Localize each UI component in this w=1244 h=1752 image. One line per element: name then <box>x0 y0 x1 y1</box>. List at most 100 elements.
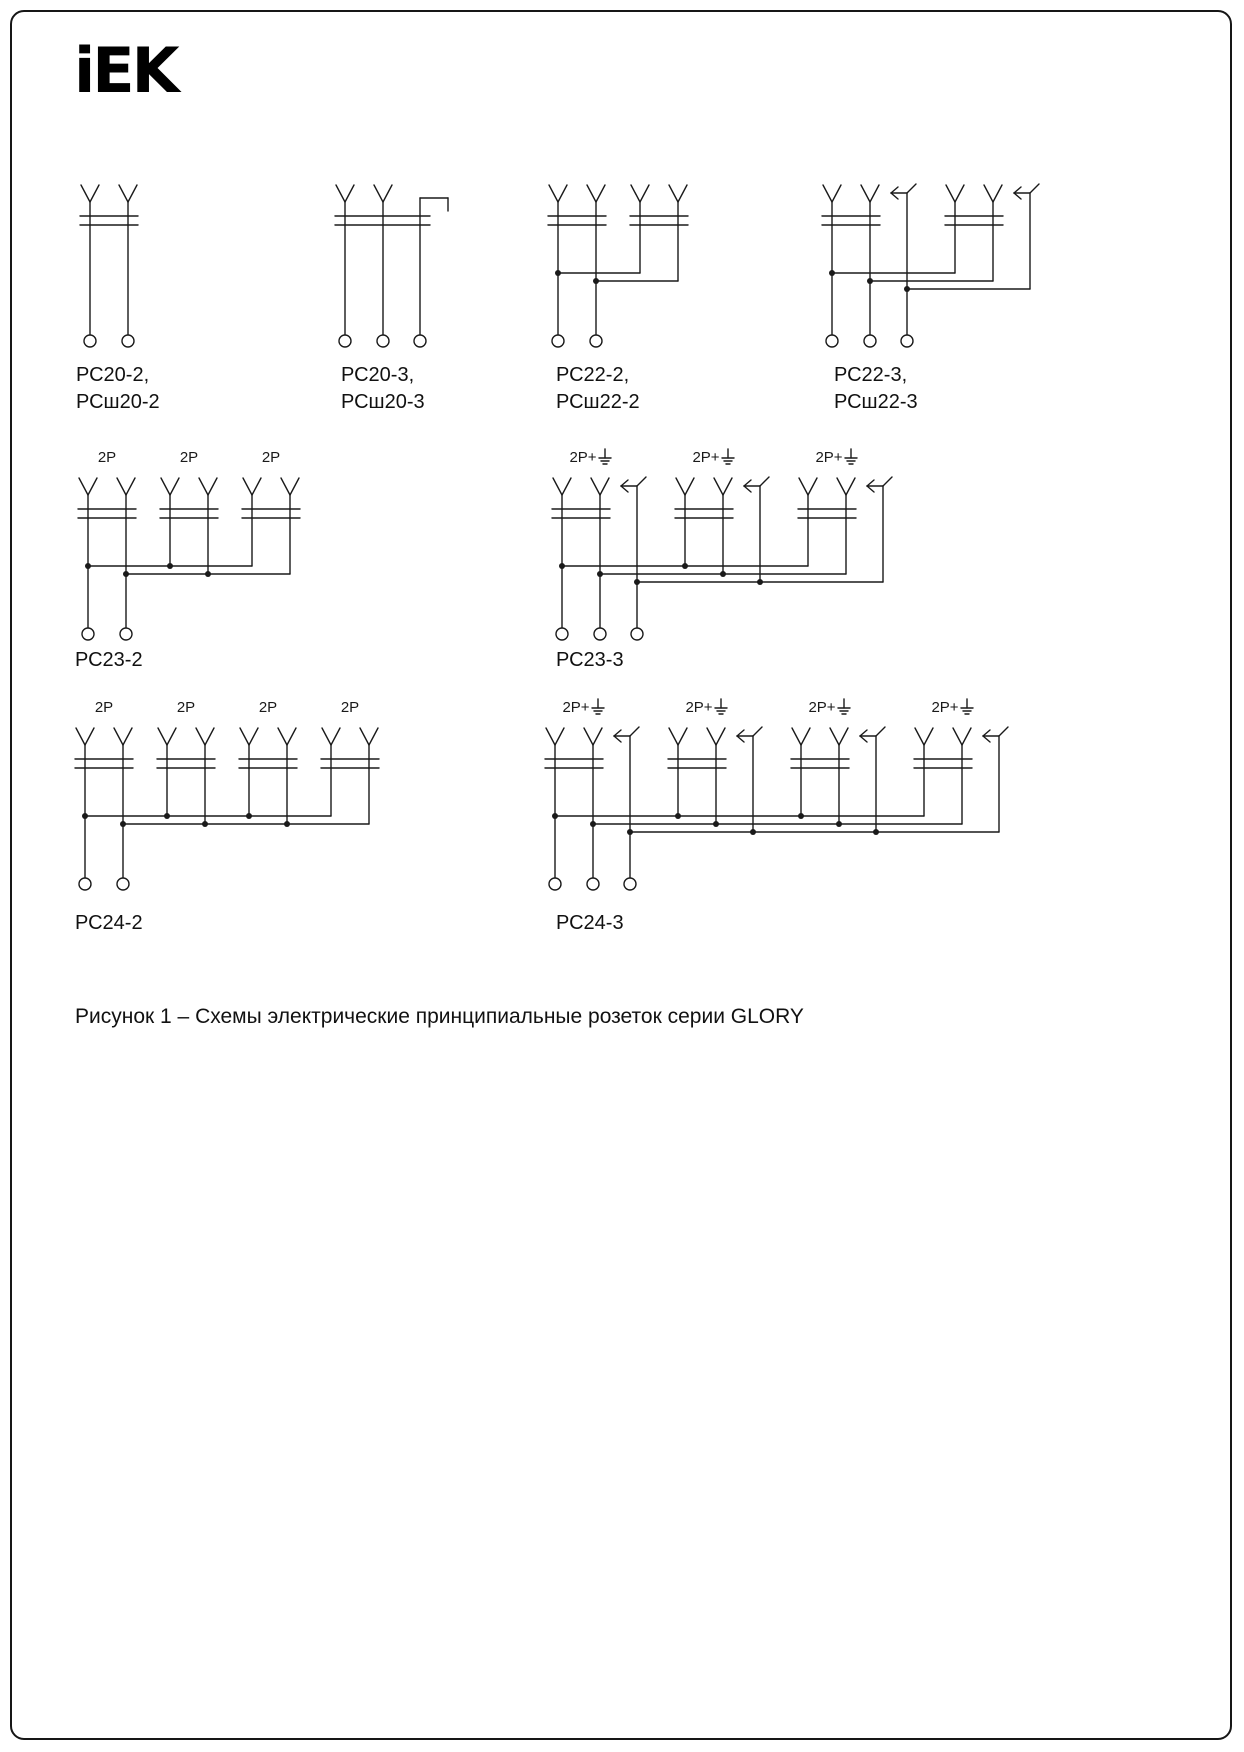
contact-fork <box>713 477 724 496</box>
contact-fork <box>583 727 594 746</box>
earth-ground-icon <box>598 448 612 465</box>
socket-unit: 2Р+ <box>790 698 886 833</box>
junction-dot <box>750 829 756 835</box>
terminal-circle <box>413 334 427 348</box>
junction-dot <box>85 563 91 569</box>
contact-fork <box>983 184 994 203</box>
ground-contact-icon <box>890 183 917 336</box>
contact-fork <box>807 477 818 496</box>
contact-fork <box>344 184 355 203</box>
contact-fork <box>382 184 393 203</box>
figure-caption: Рисунок 1 – Схемы электрические принципи… <box>75 1005 804 1028</box>
junction-dot <box>873 829 879 835</box>
contact-fork <box>914 727 925 746</box>
contact-fork <box>125 477 136 496</box>
contact-fork <box>800 727 811 746</box>
ground-tail <box>752 726 763 737</box>
diagram-label-pc20-2: РС20-2, РСш20-2 <box>76 362 160 416</box>
junction-dot <box>798 813 804 819</box>
contact-fork <box>239 727 250 746</box>
contact-fork <box>242 477 253 496</box>
contact-fork <box>592 727 603 746</box>
junction-dot <box>836 821 842 827</box>
socket-unit <box>334 184 449 336</box>
contact-fork <box>791 727 802 746</box>
contact-fork <box>280 477 291 496</box>
contact-fork <box>89 184 100 203</box>
contact-fork <box>548 184 559 203</box>
socket-unit <box>629 184 689 282</box>
terminal-circle <box>589 334 603 348</box>
contact-fork <box>829 727 840 746</box>
ground-arrow-barb <box>736 735 745 743</box>
socket-unit: 2Р+ <box>551 448 647 629</box>
contact-fork <box>84 727 95 746</box>
terminal-circle <box>338 334 352 348</box>
contact-fork <box>677 184 688 203</box>
schematic-pc22-3 <box>821 183 1040 348</box>
ground-contact-icon <box>613 726 640 879</box>
ground-arrow-barb <box>1013 192 1022 200</box>
junction-dot <box>634 579 640 585</box>
unit-pole-label: 2Р <box>180 449 198 466</box>
contact-fork <box>599 477 610 496</box>
terminal-circle <box>548 877 562 891</box>
terminal-circle <box>116 877 130 891</box>
socket-unit: 2Р <box>320 699 380 825</box>
unit-pole-label: 2Р+ <box>808 699 835 716</box>
ground-arrow-barb <box>1013 186 1022 194</box>
schematic-pc20-3 <box>334 184 449 348</box>
junction-dot <box>904 286 910 292</box>
schematic-pc20-2 <box>79 184 139 348</box>
contact-fork <box>286 727 297 746</box>
contact-fork <box>869 184 880 203</box>
ground-arrow-barb <box>620 485 629 493</box>
diagram-label-line: РС20-3, <box>341 364 415 386</box>
ground-arrow-barb <box>982 729 991 737</box>
junction-dot <box>555 270 561 276</box>
contact-fork <box>590 477 601 496</box>
junction-dot <box>82 813 88 819</box>
diagram-label-pc22-3: РС22-3, РСш22-3 <box>834 362 918 416</box>
ground-contact-icon <box>982 726 1009 833</box>
contact-fork <box>952 727 963 746</box>
contact-fork <box>368 727 379 746</box>
ground-arrow-barb <box>613 729 622 737</box>
diagram-label-pc23-3: РС23-3 <box>556 647 624 674</box>
socket-unit <box>821 183 917 336</box>
ground-tail <box>759 476 770 487</box>
contact-fork <box>668 727 679 746</box>
unit-pole-label: 2Р <box>262 449 280 466</box>
ground-tail <box>882 476 893 487</box>
contact-fork <box>169 477 180 496</box>
contact-fork <box>122 727 133 746</box>
ground-arrow-barb <box>866 479 875 487</box>
terminal-circle <box>78 877 92 891</box>
socket-unit: 2Р <box>238 699 298 825</box>
contact-fork <box>127 184 138 203</box>
junction-dot <box>597 571 603 577</box>
contact-fork <box>860 184 871 203</box>
diagram-label-pc22-2: РС22-2, РСш22-2 <box>556 362 640 416</box>
socket-unit: 2Р <box>241 449 301 575</box>
earth-ground-icon <box>721 448 735 465</box>
ground-arrow-barb <box>736 729 745 737</box>
socket-unit: 2Р <box>77 449 137 629</box>
diagram-label-line: РС22-2, <box>556 364 630 386</box>
page-border <box>10 10 1232 1740</box>
contact-fork <box>945 184 956 203</box>
diagram-label-pc24-3: РС24-3 <box>556 910 624 937</box>
contact-fork <box>251 477 262 496</box>
junction-dot <box>829 270 835 276</box>
unit-pole-label: 2Р+ <box>931 699 958 716</box>
ground-arrow-barb <box>890 192 899 200</box>
ground-arrow-barb <box>743 479 752 487</box>
diagram-label-line: РС24-2 <box>75 912 143 934</box>
unit-pole-label: 2Р+ <box>569 449 596 466</box>
unit-pole-label: 2Р+ <box>562 699 589 716</box>
contact-fork <box>78 477 89 496</box>
ground-arrow-barb <box>859 735 868 743</box>
terminal-circle <box>83 334 97 348</box>
contact-fork <box>836 477 847 496</box>
